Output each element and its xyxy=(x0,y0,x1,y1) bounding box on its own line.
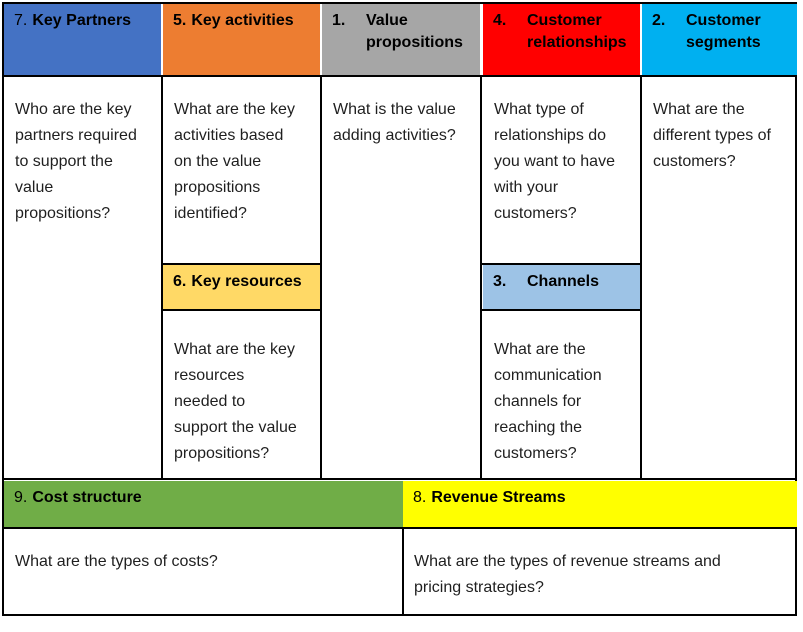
cost-structure-header: 9.Cost structure xyxy=(4,481,403,527)
grid-line xyxy=(402,529,404,616)
key-activities-title: Key activities xyxy=(191,12,294,29)
value-propositions-question: What is the value adding activities? xyxy=(333,101,456,144)
value-propositions-title: Value propositions xyxy=(366,12,463,51)
key-activities-header: 5.Key activities xyxy=(163,4,320,75)
customer-relationships-number: 4. xyxy=(493,12,507,29)
key-partners-number: 7. xyxy=(14,12,28,29)
customer-segments-number: 2. xyxy=(652,12,666,29)
grid-line xyxy=(2,478,797,480)
channels-title: Channels xyxy=(527,273,600,290)
grid-line xyxy=(2,527,797,529)
grid-line xyxy=(480,263,642,265)
value-propositions-number: 1. xyxy=(332,12,346,29)
grid-line xyxy=(480,77,482,478)
grid-line xyxy=(480,309,642,311)
customer-segments-header: 2. Customer segments xyxy=(642,4,797,75)
grid-line xyxy=(161,263,322,265)
grid-line xyxy=(2,75,797,77)
cost-structure-number: 9. xyxy=(14,489,28,506)
key-partners-header: 7.Key Partners xyxy=(4,4,161,75)
grid-line xyxy=(320,77,322,478)
grid-line xyxy=(640,77,642,478)
customer-relationships-header: 4. Customer relationships xyxy=(483,4,640,75)
customer-segments-question: What are the different types of customer… xyxy=(653,101,771,170)
key-activities-number: 5. xyxy=(173,12,187,29)
revenue-streams-title: Revenue Streams xyxy=(431,489,566,506)
cost-structure-title: Cost structure xyxy=(32,489,142,506)
cost-structure-question: What are the types of costs? xyxy=(15,553,218,570)
channels-header: 3. Channels xyxy=(483,265,640,309)
revenue-streams-number: 8. xyxy=(413,489,427,506)
key-partners-question: Who are the key partners required to sup… xyxy=(15,101,137,222)
key-resources-number: 6. xyxy=(173,273,187,290)
grid-line xyxy=(161,77,163,478)
value-propositions-header: 1. Value propositions xyxy=(322,4,480,75)
key-resources-title: Key resources xyxy=(191,273,302,290)
channels-question: What are the communication channels for … xyxy=(494,341,602,462)
channels-number: 3. xyxy=(493,273,507,290)
key-activities-question: What are the key activities based on the… xyxy=(174,101,295,222)
customer-segments-title: Customer segments xyxy=(686,12,761,51)
revenue-streams-header: 8.Revenue Streams xyxy=(403,481,797,527)
key-resources-question: What are the key resources needed to sup… xyxy=(174,341,297,462)
key-resources-header: 6.Key resources xyxy=(163,265,320,309)
revenue-streams-question: What are the types of revenue streams an… xyxy=(414,553,721,596)
customer-relationships-question: What type of relationships do you want t… xyxy=(494,101,615,222)
grid-line xyxy=(161,309,322,311)
key-partners-title: Key Partners xyxy=(32,12,132,29)
customer-relationships-title: Customer relationships xyxy=(527,12,627,51)
table-outer-border xyxy=(2,2,797,616)
